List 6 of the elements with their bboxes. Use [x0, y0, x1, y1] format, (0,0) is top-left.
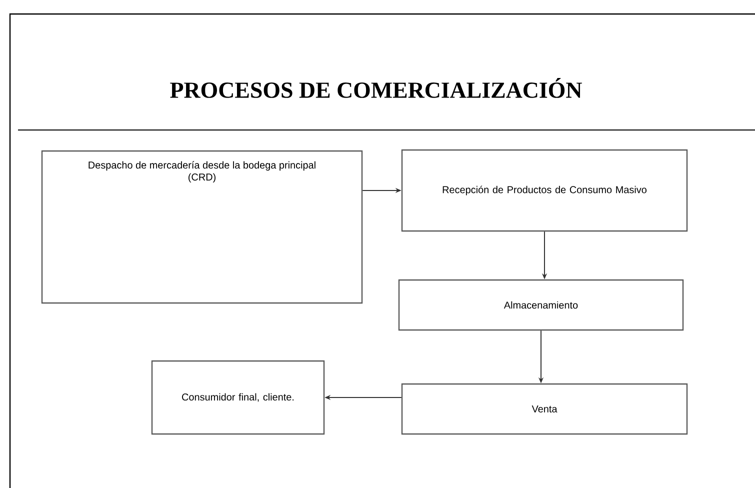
process-box: Consumidor final, cliente. — [151, 360, 325, 435]
process-box: Venta — [401, 383, 688, 435]
process-box: Despacho de mercadería desde la bodega principal (CRD) — [41, 150, 363, 304]
process-box: Almacenamiento — [398, 279, 684, 331]
process-box: Recepción de Productos de Consumo Masivo — [401, 149, 688, 232]
title: PROCESOS DE COMERCIALIZACIÓN — [170, 78, 582, 98]
